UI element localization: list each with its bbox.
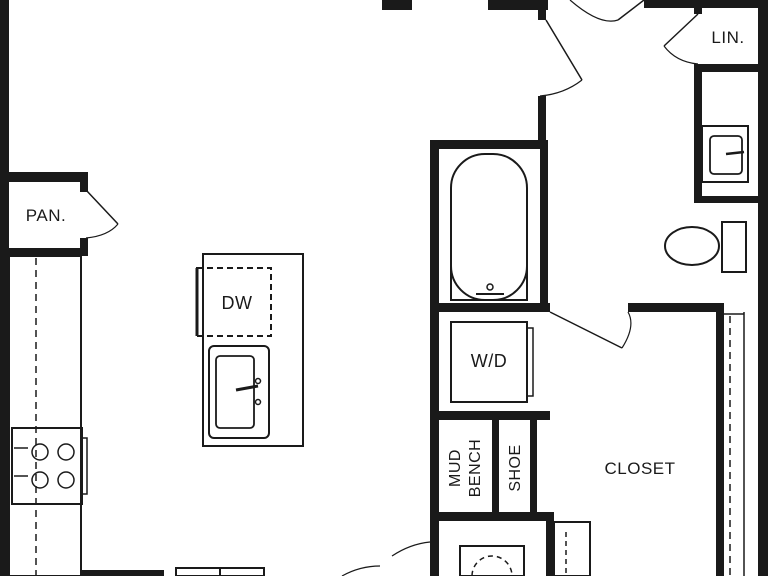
wall-bench-shoe bbox=[492, 420, 499, 516]
wall-closet-top bbox=[628, 303, 724, 312]
toilet-bowl bbox=[664, 226, 720, 266]
bath-fixtures bbox=[450, 125, 749, 301]
vanity-sink-outer bbox=[701, 125, 749, 183]
vanity-sink-basin bbox=[709, 135, 743, 175]
burner-2 bbox=[57, 443, 75, 461]
lower-fixture-round bbox=[471, 555, 513, 576]
label-linen: LIN. bbox=[711, 28, 744, 47]
wall-vanity-west bbox=[694, 68, 702, 203]
bathtub-end bbox=[450, 188, 528, 301]
bathtub bbox=[450, 153, 528, 301]
burner-1 bbox=[31, 443, 49, 461]
burner-4 bbox=[57, 471, 75, 489]
wall-laundry-bottom bbox=[430, 411, 550, 420]
closet-shelving bbox=[724, 312, 745, 576]
linen-door bbox=[663, 13, 699, 65]
wall-top-a bbox=[382, 0, 412, 10]
wall-bath-north bbox=[430, 140, 546, 149]
wall-bath-west bbox=[430, 140, 439, 576]
pantry-door-arc bbox=[85, 223, 119, 239]
linen-door-leaf bbox=[663, 13, 699, 47]
room-labels: LIN. PAN. DW W/D MUD BENCH SHOE CLOSET bbox=[26, 28, 744, 498]
wall-linen-bottom bbox=[694, 64, 768, 72]
lower-door-arc-b bbox=[341, 565, 381, 576]
wall-tub-laundry bbox=[430, 303, 550, 312]
lower-fixture bbox=[459, 545, 525, 576]
kitchen-island bbox=[195, 253, 304, 447]
lower-cabinet bbox=[553, 521, 591, 576]
faucet-knob-a bbox=[254, 377, 262, 385]
island-faucet bbox=[235, 384, 259, 392]
top-door-arc bbox=[569, 0, 619, 22]
wall-linen-stub bbox=[694, 0, 702, 14]
wall-pantry-bottom bbox=[0, 248, 88, 256]
toilet-tank bbox=[721, 221, 747, 273]
burner-3 bbox=[31, 471, 49, 489]
wall-pantry-jamb bbox=[80, 172, 88, 192]
wall-bottom-left bbox=[80, 570, 164, 576]
washer-dryer-front bbox=[526, 327, 534, 397]
island-sink-basin bbox=[215, 355, 255, 429]
wall-vanity-bottom bbox=[694, 196, 768, 203]
washer-dryer bbox=[450, 321, 534, 403]
island-sink-outer bbox=[208, 345, 270, 439]
pantry-door bbox=[85, 189, 119, 239]
label-washer-dryer: W/D bbox=[471, 351, 508, 371]
wall-bath-ne bbox=[538, 96, 546, 149]
faucet-knob-b bbox=[254, 398, 262, 406]
wall-pantry-top bbox=[0, 172, 88, 182]
wall-left-exterior bbox=[0, 0, 9, 576]
label-shoe: SHOE bbox=[507, 444, 524, 491]
top-door-leaf bbox=[617, 0, 645, 21]
wall-lower-jamb bbox=[546, 512, 554, 576]
bath-entry-door bbox=[539, 0, 645, 97]
wall-top-b bbox=[488, 0, 548, 10]
bath-door-leaf bbox=[545, 19, 583, 81]
wall-tub-east bbox=[540, 140, 548, 312]
wall-top-b-stub bbox=[538, 0, 546, 20]
range-handle bbox=[81, 437, 88, 495]
wall-shoe-east bbox=[530, 420, 537, 516]
label-pantry: PAN. bbox=[26, 206, 66, 225]
kitchen-counter bbox=[8, 255, 88, 576]
lower-fixtures bbox=[175, 521, 591, 576]
label-closet: CLOSET bbox=[604, 459, 675, 478]
closet-door-arc bbox=[621, 311, 632, 349]
vanity-faucet bbox=[725, 150, 745, 156]
pantry-door-leaf bbox=[85, 189, 119, 225]
label-dishwasher: DW bbox=[222, 293, 253, 313]
linen-door-arc bbox=[663, 45, 699, 65]
wall-closet-east bbox=[716, 303, 724, 576]
label-mud: MUD bbox=[447, 449, 464, 487]
tub-drain bbox=[486, 283, 494, 291]
wall-pantry-jamb-lower bbox=[80, 238, 88, 256]
label-bench: BENCH bbox=[467, 439, 484, 498]
closet-door bbox=[549, 311, 632, 349]
bath-door-arc bbox=[539, 79, 583, 97]
counter-run bbox=[8, 255, 82, 576]
closet-door-leaf bbox=[549, 311, 623, 349]
range bbox=[11, 427, 83, 505]
wall-right-exterior bbox=[758, 0, 768, 576]
lower-door-arc-a bbox=[391, 541, 431, 557]
wall-top-c bbox=[644, 0, 768, 8]
wall-bench-bottom bbox=[430, 512, 554, 521]
island bbox=[202, 253, 304, 447]
